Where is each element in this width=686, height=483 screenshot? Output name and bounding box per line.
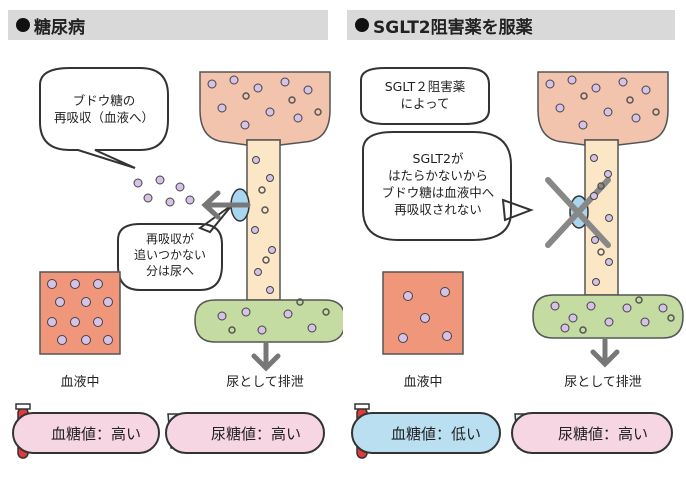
excrete-arrow	[251, 341, 281, 372]
blocked-cross-icon	[545, 177, 611, 248]
urine-label: 尿として排泄	[226, 375, 304, 390]
blood-box	[382, 271, 464, 355]
blood-sugar-value: 血糖値：低い	[390, 424, 481, 443]
speech-bubble	[360, 67, 490, 125]
kidney-diagram	[15, 67, 343, 459]
urine-sugar-value: 尿糖値：高い	[210, 424, 301, 443]
renal-tubule	[246, 139, 281, 301]
urine-sugar-value: 尿糖値：高い	[557, 424, 648, 443]
bubble-reabsorb-text: ブドウ糖の 再吸収（血液へ）	[53, 93, 154, 125]
blood-sugar-pill: 血糖値：高い	[12, 412, 160, 454]
panel-header: SGLT2阻害薬を服薬	[347, 10, 675, 40]
blood-label: 血液中	[60, 375, 100, 390]
panel-sglt2: SGLT2阻害薬を服薬	[343, 0, 686, 483]
reabsorb-arrow	[201, 190, 251, 220]
urine-sugar-pill: 尿糖値：高い	[511, 412, 673, 454]
kidney-diagram	[354, 67, 684, 459]
excrete-arrow	[590, 337, 620, 368]
blood-label: 血液中	[403, 375, 443, 390]
panel-diabetes: 糖尿病	[8, 10, 343, 459]
blood-sugar-pill: 血糖値：低い	[351, 412, 501, 454]
bubble-overflow-text: 再吸収が 追いつかない 分は尿へ	[133, 232, 206, 278]
bladder	[532, 294, 684, 339]
panel-title: 糖尿病	[34, 17, 85, 38]
bullet-icon	[16, 18, 30, 32]
panel-title: SGLT2阻害薬を服薬	[373, 17, 533, 38]
bullet-icon	[355, 18, 369, 32]
bubble-drug-text: SGLT２阻害薬 によって	[384, 79, 466, 111]
speech-bubble	[39, 67, 169, 169]
renal-tubule	[584, 139, 619, 296]
blood-sugar-value: 血糖値：高い	[50, 424, 141, 443]
speech-bubble	[362, 131, 534, 241]
panel-header: 糖尿病	[8, 10, 328, 40]
urine-sugar-pill: 尿糖値：高い	[165, 412, 325, 454]
bubble-effect-text: SGLT2が はたらかないから ブドウ糖は血液中へ 再吸収されない	[381, 151, 495, 217]
urine-label: 尿として排泄	[564, 375, 642, 390]
bladder	[194, 299, 343, 343]
